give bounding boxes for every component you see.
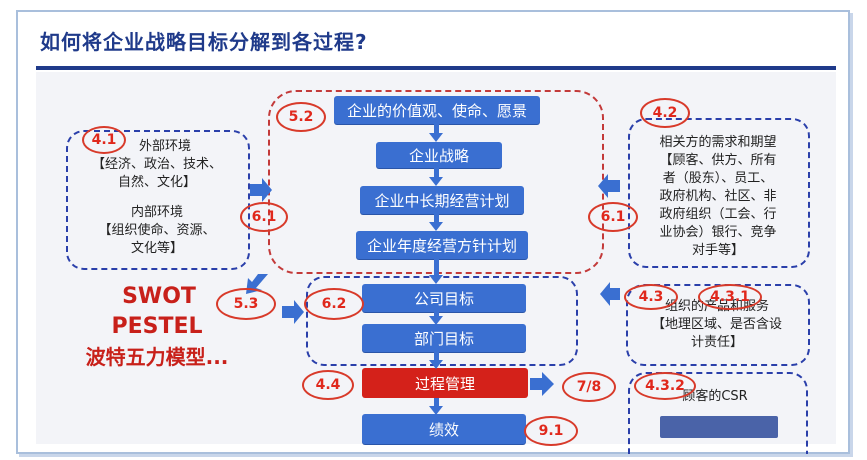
flow-longterm-plan: 企业中长期经营计划 bbox=[360, 186, 524, 214]
clause-6-2: 6.2 bbox=[304, 288, 364, 320]
csr-blurred-badge bbox=[660, 416, 778, 438]
flow-arrow-head bbox=[429, 177, 443, 186]
csr-panel bbox=[628, 372, 808, 454]
clause-5-2: 5.2 bbox=[276, 102, 326, 132]
environment-panel bbox=[66, 130, 250, 270]
arrow-right-icon bbox=[530, 372, 554, 396]
clause-4-1: 4.1 bbox=[82, 126, 126, 154]
flow-company-goal: 公司目标 bbox=[362, 284, 526, 312]
tool-porter: 波特五力模型... bbox=[85, 345, 229, 369]
external-env-title: 外部环境 bbox=[138, 139, 191, 154]
csr-text: 顾客的CSR bbox=[682, 389, 748, 404]
stakeholder-text: 相关方的需求和期望 【顾客、供方、所有 者（股东）、员工、 政府机构、社区、非 … bbox=[659, 135, 777, 258]
clause-4-3-2: 4.3.2 bbox=[634, 372, 696, 400]
flow-arrow-head bbox=[429, 275, 443, 284]
flow-arrow-head bbox=[429, 360, 443, 369]
flow-arrow-stem bbox=[434, 398, 439, 406]
flow-arrow-stem bbox=[434, 214, 439, 222]
flow-arrow-stem bbox=[434, 124, 439, 133]
flow-arrow-head bbox=[429, 133, 443, 142]
clause-5-3: 5.3 bbox=[216, 288, 276, 320]
stakeholder-panel bbox=[628, 118, 810, 268]
flow-arrow-stem bbox=[434, 259, 439, 275]
flow-performance: 绩效 bbox=[362, 414, 526, 444]
clause-7-8: 7/8 bbox=[562, 372, 616, 402]
tool-swot: SWOT bbox=[122, 284, 196, 309]
clause-9-1: 9.1 bbox=[524, 416, 578, 446]
clause-4-3: 4.3 bbox=[624, 284, 678, 310]
tool-pestel: PESTEL bbox=[111, 314, 203, 339]
external-env-detail: 【经济、政治、技术、 自然、文化】 bbox=[91, 157, 222, 190]
internal-env-detail: 【组织使命、资源、 文化等】 bbox=[98, 223, 216, 256]
clause-4-2: 4.2 bbox=[640, 98, 690, 128]
flow-arrow-stem bbox=[434, 168, 439, 177]
clause-6-1-left: 6.1 bbox=[240, 202, 288, 232]
clause-4-4: 4.4 bbox=[302, 370, 354, 400]
flow-annual-plan: 企业年度经营方针计划 bbox=[356, 231, 528, 259]
flow-arrow-stem bbox=[434, 312, 439, 316]
arrow-right-icon bbox=[282, 300, 304, 324]
flow-arrow-head bbox=[429, 406, 443, 415]
flow-arrow-stem bbox=[434, 352, 439, 360]
clause-6-1-right: 6.1 bbox=[588, 202, 638, 232]
flow-arrow-head bbox=[429, 222, 443, 231]
slide-title: 如何将企业战略目标分解到各过程? bbox=[40, 30, 368, 54]
flow-strategy: 企业战略 bbox=[376, 142, 502, 168]
title-rule bbox=[36, 66, 836, 70]
flow-dept-goal: 部门目标 bbox=[362, 324, 526, 352]
flow-process-mgmt: 过程管理 bbox=[362, 368, 528, 398]
arrow-left-icon bbox=[598, 174, 620, 198]
arrow-right-icon bbox=[250, 178, 272, 202]
flow-arrow-head bbox=[429, 316, 443, 325]
flow-values: 企业的价值观、使命、愿景 bbox=[334, 96, 540, 124]
internal-env-title: 内部环境 bbox=[130, 205, 183, 220]
arrow-left-icon bbox=[600, 282, 620, 306]
clause-4-3-1: 4.3.1 bbox=[698, 284, 762, 310]
